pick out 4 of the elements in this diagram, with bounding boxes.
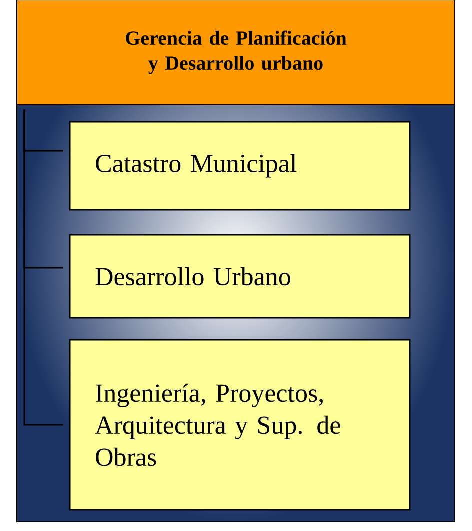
unit-box: Catastro Municipal [69, 121, 411, 211]
unit-box: Desarrollo Urbano [69, 234, 411, 319]
unit-box: Ingeniería, Proyectos, Arquitectura y Sup. de Obras [69, 339, 411, 511]
connector-line [24, 110, 64, 426]
